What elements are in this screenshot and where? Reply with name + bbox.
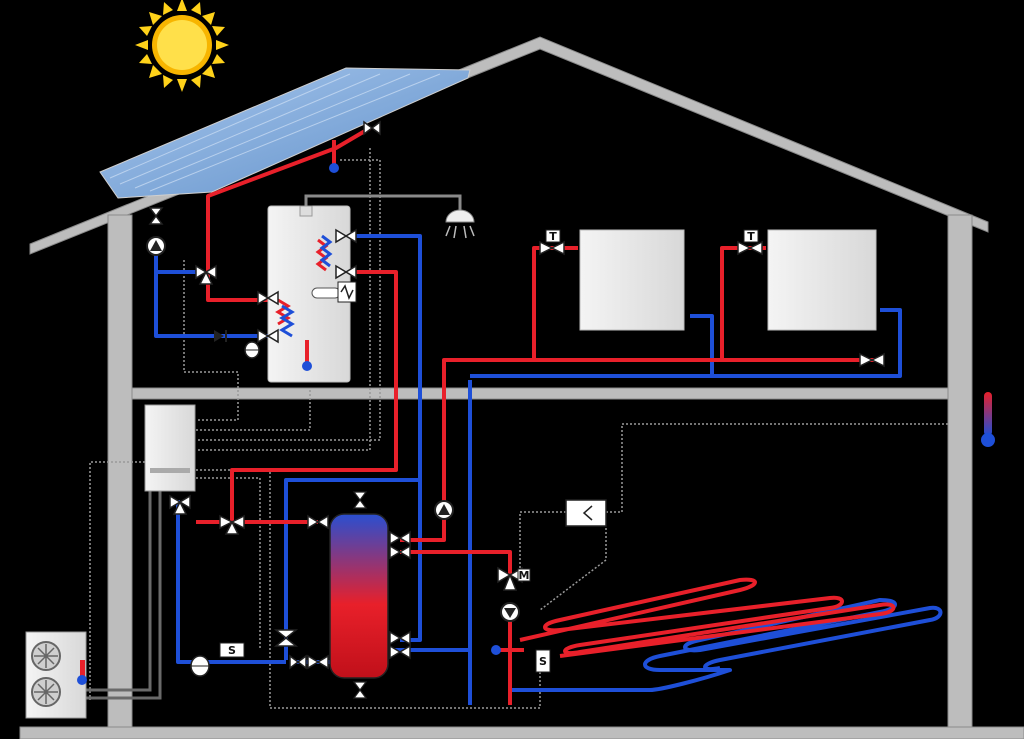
ground (19, 726, 1024, 739)
valve-icon (273, 629, 299, 647)
valve-icon (737, 240, 763, 256)
thermostat-t-label: T (747, 230, 755, 243)
room-controller (565, 499, 607, 527)
thermometer-icon (329, 140, 339, 173)
buffer-tank (329, 513, 389, 679)
control-wiring (89, 148, 948, 709)
valve-icon (363, 120, 381, 136)
motor-valve-icon: M (517, 568, 531, 582)
pump-icon (146, 236, 166, 256)
sensor-s-box: S (219, 642, 245, 658)
thermometer-icon (77, 660, 87, 685)
sensor-s-box: S (535, 649, 551, 673)
thermostat-t-box: T (545, 229, 561, 243)
dhw-outlet-line (304, 194, 462, 210)
vent-icon (352, 491, 368, 699)
left-wall (107, 214, 133, 728)
valve-icon (389, 544, 411, 560)
dhw-storage-tank (267, 205, 357, 383)
shower-icon (445, 209, 475, 239)
valve-icon (335, 228, 357, 244)
solar-collector (99, 67, 471, 199)
valve-icon (335, 264, 357, 280)
house-structure (19, 36, 1024, 739)
three-way-valve-icon (195, 264, 217, 285)
valve-icon (389, 630, 411, 646)
sensor-s-label: S (228, 644, 236, 657)
radiator-1 (579, 229, 685, 331)
thermometer-icon (981, 392, 995, 447)
outdoor-heat-pump (25, 631, 87, 719)
three-way-valve-icon (219, 514, 245, 535)
thermostat-t-box: T (743, 229, 759, 243)
valve-icon (257, 290, 279, 306)
sun-icon (135, 0, 229, 92)
valve-icon (289, 654, 307, 670)
valve-icon (148, 207, 164, 225)
right-wall (947, 214, 973, 728)
valve-icon (859, 352, 885, 368)
motor-m-label: M (519, 569, 530, 582)
valve-icon (389, 644, 411, 660)
valve-icon (389, 530, 411, 546)
expansion-vessel-icon (190, 655, 210, 677)
pump-icon (434, 500, 454, 520)
outdoor-unit-lines (86, 490, 162, 700)
valve-icon (307, 654, 329, 670)
thermometer-icon (302, 340, 312, 371)
check-valve-icon (214, 330, 227, 342)
indoor-boiler (144, 404, 196, 492)
pump-icon (500, 602, 520, 622)
valve-icon (539, 240, 565, 256)
floor-slab (131, 387, 949, 400)
thermometer-icon (491, 645, 524, 655)
expansion-vessel-icon (244, 341, 260, 359)
three-way-valve-icon (169, 494, 191, 515)
roof (29, 36, 989, 255)
thermostat-t-label: T (549, 230, 557, 243)
sensor-s-label: S (539, 655, 547, 668)
radiator-2 (767, 229, 877, 331)
valve-icon (307, 514, 329, 530)
valve-icon (257, 328, 279, 344)
